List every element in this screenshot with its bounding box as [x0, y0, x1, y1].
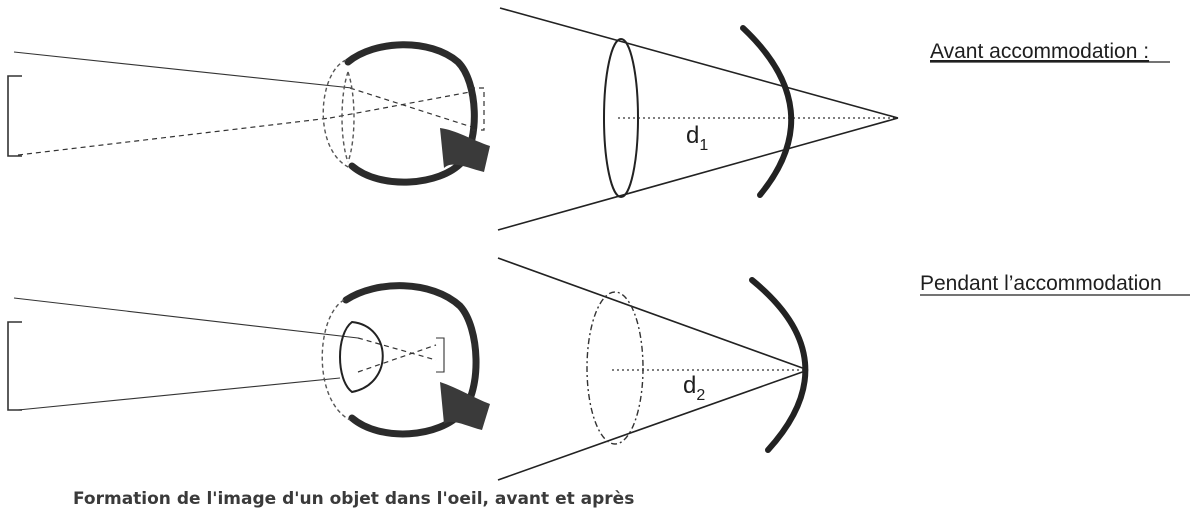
lens-before [347, 71, 355, 163]
retina-image-before [470, 87, 485, 131]
retina-image-during [436, 337, 445, 373]
distance-label-before: d [686, 122, 699, 149]
schematic-during: d2 [497, 257, 809, 481]
object-during [7, 321, 22, 411]
label-during-accommodation: Pendant l’accommodation [920, 272, 1162, 295]
inner-ray-1-before [349, 87, 476, 129]
figure-caption: Formation de l'image d'un objet dans l'o… [73, 489, 635, 509]
label-before-accommodation: Avant accommodation : [930, 40, 1149, 63]
optic-nerve-during [440, 382, 490, 430]
lens-before-back [341, 71, 349, 163]
schematic-ray-bottom-during [497, 369, 809, 481]
ray-top-before [13, 51, 353, 89]
schematic-ray-bottom-before [497, 117, 899, 231]
retina-arc-before [740, 25, 795, 198]
eye-globe-during [342, 282, 480, 438]
eye-globe-before [344, 41, 478, 186]
svg-text:d2: d2 [683, 372, 705, 404]
distance-subscript-before: 1 [699, 137, 708, 154]
eye-during-accommodation [7, 282, 490, 438]
eye-before-accommodation [7, 41, 490, 186]
schematic-ray-top-during [497, 257, 809, 371]
schematic-before: d1 [497, 7, 899, 231]
schematic-lens-before [603, 38, 639, 198]
cornea-before [322, 59, 351, 169]
inner-ray-1-during [357, 337, 437, 361]
inner-ray-2-during [357, 344, 437, 373]
retina-arc-during [749, 277, 809, 453]
inner-ray-2-before [329, 91, 471, 119]
ray-bottom-during [17, 377, 341, 411]
schematic-lens-during [586, 291, 644, 445]
distance-subscript-during: 2 [696, 387, 705, 404]
lens-during [339, 320, 384, 394]
svg-text:d1: d1 [686, 122, 708, 154]
optic-nerve-before [440, 128, 490, 172]
cornea-during [321, 299, 351, 421]
distance-label-during: d [683, 372, 696, 399]
ray-top-during [13, 297, 359, 339]
ray-bottom-before [17, 117, 331, 156]
object-before [7, 75, 22, 157]
schematic-ray-top-before [499, 7, 899, 119]
